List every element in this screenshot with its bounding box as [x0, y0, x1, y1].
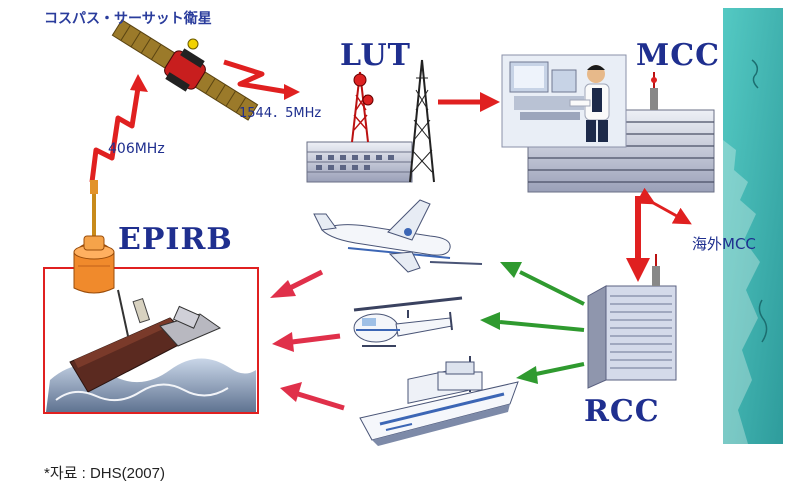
rcc-to-ship-arrow: [516, 362, 585, 384]
sinking-ship-icon: [46, 289, 256, 412]
rcc-to-helicopter-arrow: [480, 312, 585, 332]
operator-icon: [501, 54, 627, 148]
epirb-label: EPIRB: [118, 222, 233, 257]
lut-label: LUT: [340, 38, 411, 73]
uplink-signal-arrow: [89, 74, 148, 183]
source-note: *자료 : DHS(2007): [44, 465, 165, 482]
airplane-icon: [313, 199, 483, 273]
overseas-mcc-label: 海外MCC: [692, 235, 756, 253]
epirb-beacon-icon: [73, 180, 115, 294]
overseas-sea-map: [723, 8, 783, 444]
mcc-to-rcc-arrow: [626, 196, 650, 282]
rcc-label: RCC: [584, 394, 660, 429]
satellite-icon: [111, 19, 259, 121]
rcc-to-airplane-arrow: [500, 262, 585, 306]
satellite-antenna-icon: [187, 38, 199, 50]
patrol-ship-icon: [359, 356, 519, 446]
downlink-signal-arrow: [223, 59, 300, 100]
lut-to-mcc-arrow: [438, 92, 500, 112]
ship-to-epirb-arrow: [280, 382, 345, 411]
uplink-frequency-label: 406MHz: [108, 141, 165, 157]
helicopter-icon: [353, 296, 463, 347]
downlink-frequency-label: 1544．5MHz: [239, 106, 322, 121]
airplane-to-epirb-arrow: [270, 269, 324, 298]
mcc-label: MCC: [636, 38, 720, 73]
satellite-label: コスパス・サーサット衛星: [44, 11, 212, 27]
mcc-overseas-exchange-arrow: [635, 187, 692, 225]
helicopter-to-epirb-arrow: [272, 332, 341, 352]
rcc-building-icon: [587, 254, 677, 389]
lut-antenna-icon: [306, 59, 435, 183]
